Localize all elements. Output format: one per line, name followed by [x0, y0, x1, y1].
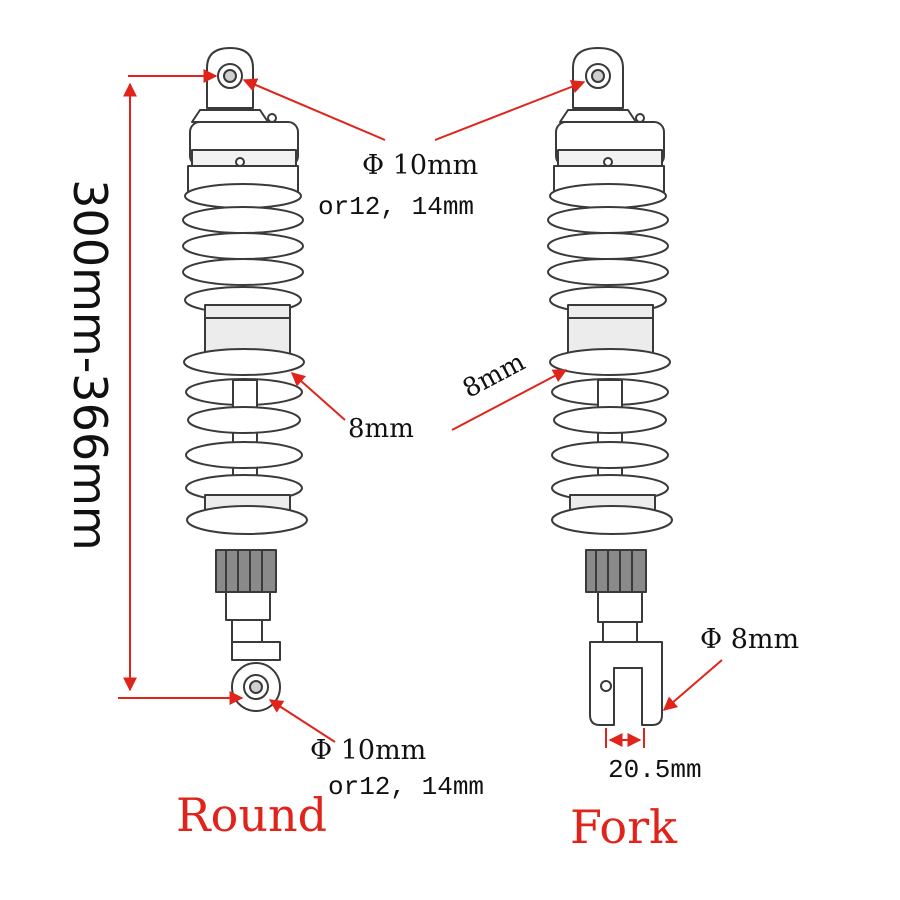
- fork-gap-width-label: 20.5mm: [608, 755, 702, 785]
- type-fork-label: Fork: [570, 800, 677, 854]
- bottom-eye-diameter-label: Φ 10mm: [310, 735, 427, 766]
- measure-arrows: [118, 69, 723, 748]
- right-fork-clevis: [589, 641, 663, 726]
- right-spring: [547, 183, 669, 314]
- right-shock-fork: [547, 47, 673, 726]
- left-shock-round: [182, 47, 308, 712]
- top-eye-diameter-label: Φ 10mm: [362, 150, 479, 181]
- fork-bolt-diameter-label: Φ 8mm: [700, 624, 800, 655]
- left-spring-wire-label: 8mm: [348, 414, 414, 444]
- top-eye-alt-sizes-label: or12, 14mm: [318, 192, 475, 222]
- type-round-label: Round: [176, 788, 328, 842]
- bottom-eye-alt-sizes-label: or12, 14mm: [328, 772, 485, 802]
- left-spring: [182, 183, 304, 314]
